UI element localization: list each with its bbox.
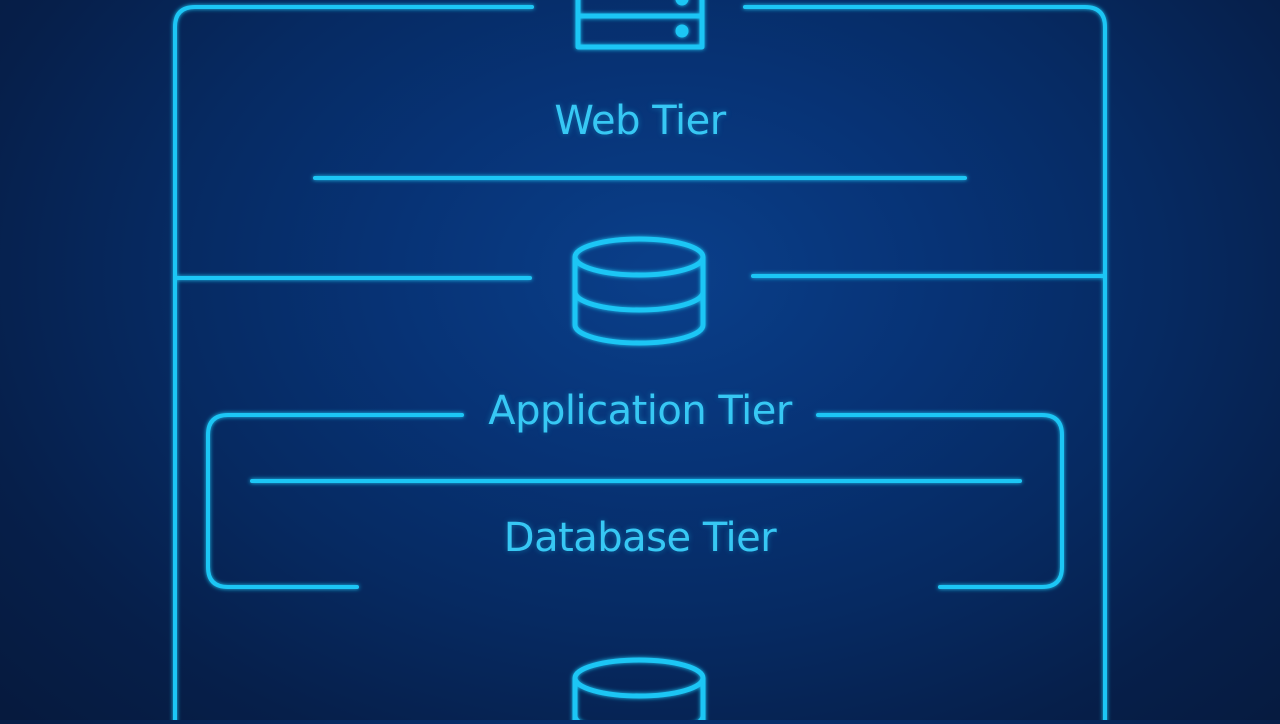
database-tier-label: Database Tier: [503, 515, 777, 561]
server-icon: [575, 0, 705, 50]
database-icon-bottom: [572, 657, 706, 724]
inner-frame: [206, 413, 1064, 589]
application-tier-label: Application Tier: [488, 388, 792, 434]
database-icon: [572, 236, 706, 346]
outer-frame: [173, 5, 1107, 724]
web-tier-label: Web Tier: [554, 98, 726, 144]
